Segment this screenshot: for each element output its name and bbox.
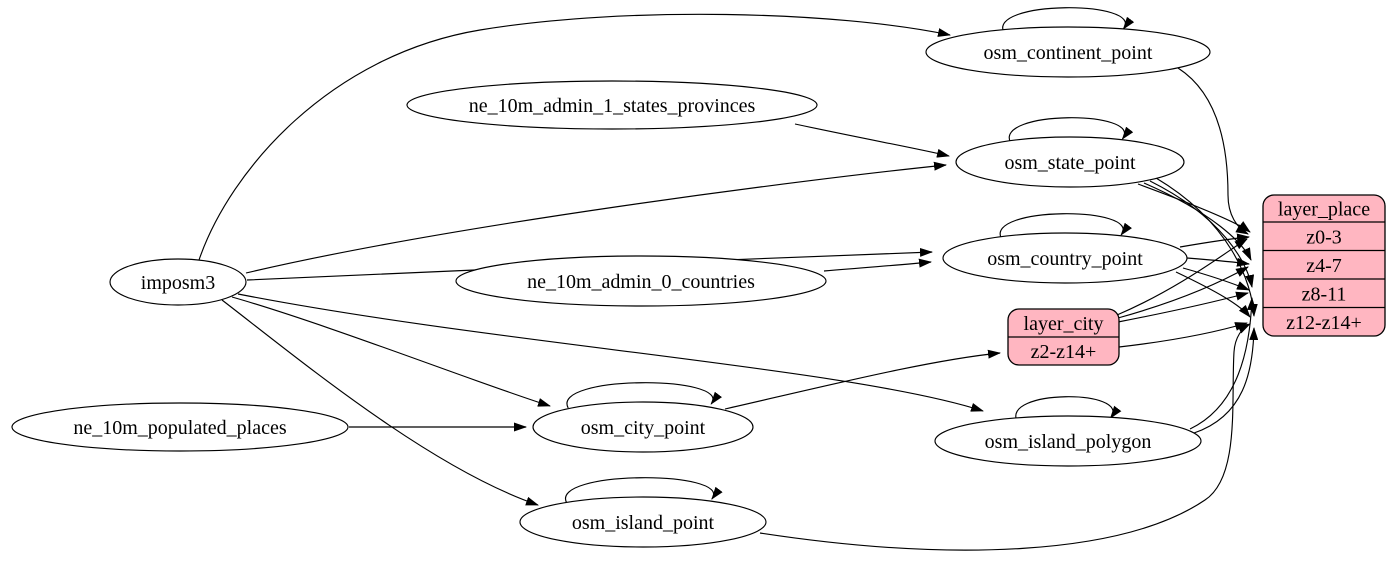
node-label-osm_continent_point: osm_continent_point — [984, 42, 1153, 64]
edge-imposm3-to-osm_continent_point — [198, 13, 951, 261]
record-row-layer_place-z0-3: z0-3 — [1306, 226, 1342, 248]
edge-imposm3-to-osm_island_point — [221, 299, 539, 506]
node-shape-ne_10m_populated_places — [11, 402, 349, 452]
node-osm_island_polygon: osm_island_polygon — [934, 415, 1202, 467]
record-title-layer_city: layer_city — [1024, 313, 1104, 335]
node-shape-osm_country_point — [942, 232, 1188, 284]
edge-osm_state_point-to-layer_place — [1143, 182, 1252, 261]
record-row-layer_city-z2-z14+: z2-z14+ — [1031, 341, 1097, 363]
node-ne_10m_populated_places: ne_10m_populated_places — [11, 402, 349, 452]
node-shape-osm_continent_point — [925, 26, 1211, 78]
node-label-imposm3: imposm3 — [141, 272, 215, 294]
self-loop-edge-osm_state_point — [1008, 117, 1134, 144]
record-layer_place: layer_place z0-3 z4-7 z8-11 z12-z14+ — [1262, 194, 1386, 337]
edge-osm_island_point-to-layer_place — [759, 323, 1251, 551]
node-osm_city_point: osm_city_point — [532, 401, 754, 453]
node-shape-osm_state_point — [955, 136, 1185, 188]
self-loop-edge-osm_continent_point — [1002, 7, 1135, 34]
node-label-osm_state_point: osm_state_point — [1004, 152, 1136, 174]
edge-ne_10m_admin_1_states_provinces-to-osm_state_point — [794, 123, 950, 158]
edge-layer_city-to-layer_place — [1117, 266, 1249, 319]
record-row-layer_place-z4-7: z4-7 — [1306, 255, 1342, 277]
node-label-osm_city_point: osm_city_point — [581, 417, 706, 439]
edge-osm_island_polygon-to-layer_place — [1189, 297, 1257, 430]
edge-osm_continent_point-to-layer_place — [1177, 67, 1249, 235]
node-shape-osm_island_point — [519, 496, 767, 548]
node-imposm3: imposm3 — [109, 258, 247, 306]
self-loop-edge-osm_island_polygon — [1015, 396, 1122, 423]
record-layer_city: layer_city z2-z14+ — [1007, 308, 1120, 366]
edge-osm_country_point-to-layer_place — [1179, 233, 1250, 248]
node-shape-osm_city_point — [532, 401, 754, 453]
node-shape-osm_island_polygon — [934, 415, 1202, 467]
edge-ne_10m_admin_0_countries-to-osm_country_point — [823, 258, 932, 272]
edge-osm_country_point-to-layer_place — [1175, 271, 1251, 318]
edge-imposm3-to-osm_state_point — [245, 161, 947, 274]
node-osm_country_point: osm_country_point — [942, 232, 1188, 284]
edge-imposm3-to-osm_city_point — [231, 296, 551, 407]
edge-osm_country_point-to-layer_place — [1186, 257, 1250, 267]
node-osm_island_point: osm_island_point — [519, 496, 767, 548]
node-shape-imposm3 — [109, 258, 247, 306]
edge-layer_city-to-layer_place — [1118, 322, 1248, 348]
edge-osm_island_polygon-to-layer_place — [1193, 327, 1259, 434]
edge-imposm3-to-osm_island_polygon — [237, 293, 984, 412]
node-osm_state_point: osm_state_point — [955, 136, 1185, 188]
record-row-layer_place-z12-z14+: z12-z14+ — [1286, 312, 1362, 334]
edge-osm_state_point-to-layer_place — [1149, 180, 1255, 288]
node-shape-ne_10m_admin_1_states_provinces — [406, 80, 818, 130]
node-osm_continent_point: osm_continent_point — [925, 26, 1211, 78]
self-loop-edge-osm_country_point — [999, 213, 1132, 240]
node-label-ne_10m_admin_1_states_provinces: ne_10m_admin_1_states_provinces — [469, 95, 756, 117]
edge-osm_country_point-to-layer_place — [1182, 267, 1250, 291]
self-loop-edge-osm_island_point — [565, 477, 723, 504]
record-title-layer_place: layer_place — [1278, 199, 1370, 221]
edge-layer_city-to-layer_place — [1117, 291, 1249, 323]
node-ne_10m_admin_0_countries: ne_10m_admin_0_countries — [455, 255, 827, 307]
node-label-ne_10m_admin_0_countries: ne_10m_admin_0_countries — [527, 271, 755, 293]
node-label-ne_10m_populated_places: ne_10m_populated_places — [73, 417, 286, 439]
node-label-osm_country_point: osm_country_point — [987, 248, 1143, 270]
node-label-osm_island_point: osm_island_point — [572, 512, 715, 534]
node-label-osm_island_polygon: osm_island_polygon — [985, 431, 1152, 453]
node-shape-ne_10m_admin_0_countries — [455, 255, 827, 307]
node-ne_10m_admin_1_states_provinces: ne_10m_admin_1_states_provinces — [406, 80, 818, 130]
self-loop-edge-osm_city_point — [566, 382, 723, 409]
record-shape-layer_place — [1262, 194, 1386, 337]
record-row-layer_place-z8-11: z8-11 — [1302, 283, 1347, 305]
edge-osm_city_point-to-layer_city — [724, 349, 1001, 410]
